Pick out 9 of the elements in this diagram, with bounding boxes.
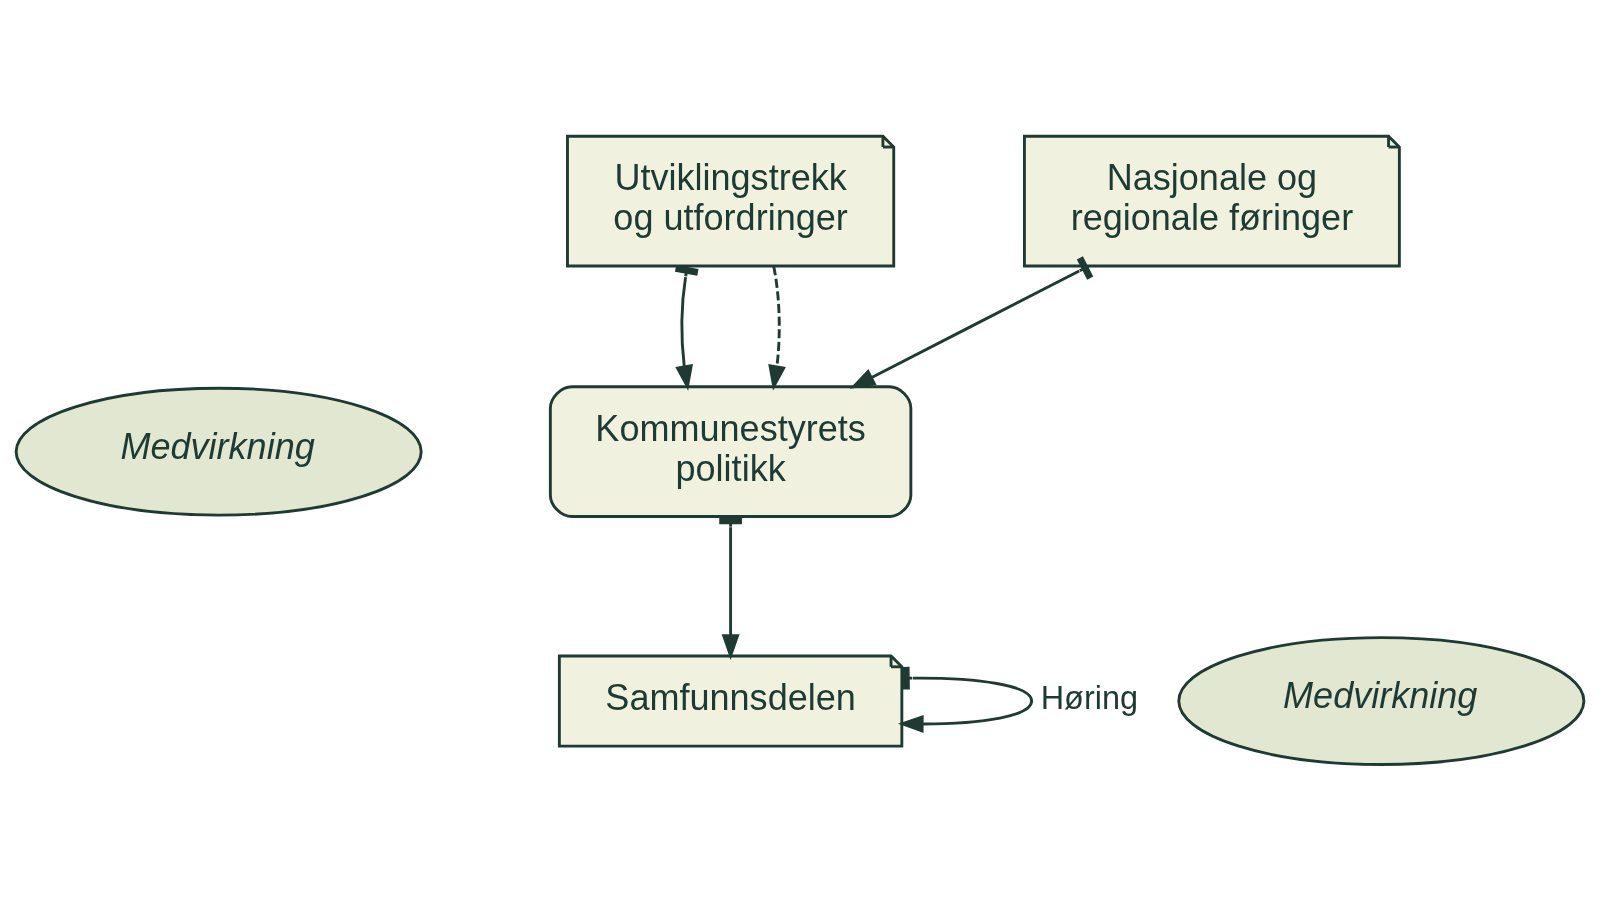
edge-label: Høring bbox=[1040, 679, 1138, 716]
arrow bbox=[897, 666, 1034, 733]
arrow bbox=[674, 264, 699, 391]
arrow bbox=[719, 516, 742, 660]
node-ellipse: Medvirkning bbox=[1177, 635, 1586, 766]
arrow bbox=[849, 255, 1094, 389]
node-box: Kommunestyrets politikk bbox=[548, 384, 913, 518]
arrow bbox=[768, 265, 786, 391]
node-ellipse: Medvirkning bbox=[14, 386, 423, 517]
